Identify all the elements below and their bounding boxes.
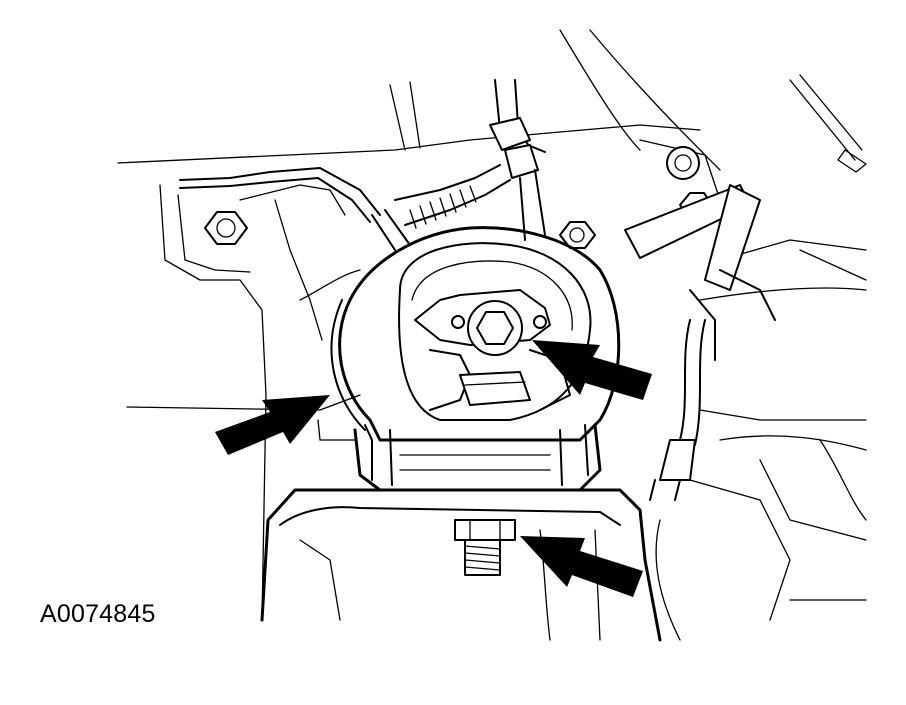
wiring-harness	[179, 79, 776, 501]
frame-bracket	[260, 488, 662, 642]
arrow-mount-body	[215, 395, 330, 455]
arrow-center-bolt	[532, 340, 652, 400]
background-structure	[117, 29, 867, 641]
mount-housing	[338, 226, 621, 442]
background-bolt-left	[204, 211, 248, 245]
stud-nut	[454, 519, 516, 576]
figure-id-label: A0074845	[40, 600, 156, 628]
background-bolt-upper-right	[666, 146, 700, 180]
arrow-stud-nut	[520, 536, 643, 597]
